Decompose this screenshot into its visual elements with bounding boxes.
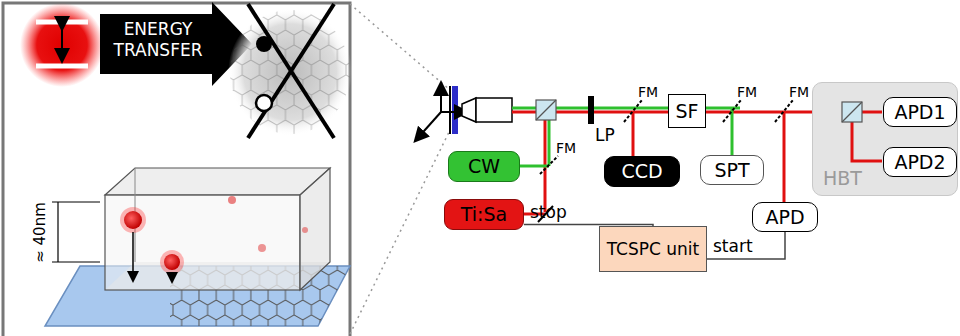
electron: [256, 36, 272, 52]
red-beam: [544, 112, 547, 212]
component-label: FM: [556, 141, 576, 155]
beamsplitter: [842, 102, 862, 122]
node-label: CW: [468, 156, 500, 177]
edge-label: start: [713, 238, 753, 255]
edge-label: stop: [530, 204, 567, 221]
green-beam: [519, 165, 549, 168]
flip-mirror: [540, 156, 558, 174]
transfer-arrow: [166, 272, 178, 284]
emitter-halo: [160, 250, 184, 274]
flip-mirror: [624, 100, 642, 122]
dimension-label: ≈ 40nm: [32, 202, 47, 263]
emitter: [164, 254, 180, 270]
dimension-line: [57, 202, 58, 262]
red-beam: [783, 112, 786, 204]
node-label: Ti:Sa: [461, 204, 507, 225]
hole: [256, 95, 272, 111]
transfer-arrow: [132, 232, 134, 280]
axis-arrow: [416, 112, 441, 140]
emitter: [124, 211, 142, 229]
camera-box: CCD: [604, 156, 680, 187]
component-label: FM: [737, 85, 757, 99]
energy-level: [36, 20, 88, 25]
laser-box: CW: [448, 151, 520, 182]
node-label: APD: [765, 207, 804, 228]
beamsplitter: [536, 100, 556, 120]
detector-box: APD2: [883, 147, 957, 177]
emitter: [228, 196, 236, 204]
node-label: SPT: [714, 160, 749, 181]
detector-box: APD1: [883, 97, 957, 127]
flip-mirror: [723, 100, 741, 122]
dirac-cone: [248, 4, 334, 138]
beamsplitter: [536, 100, 556, 120]
box-side: [300, 168, 330, 290]
dimension-tick: [52, 262, 100, 263]
axis-arrow: [440, 84, 442, 112]
component-label: LP: [595, 127, 615, 144]
hbt-region: HBT APD1APD2: [812, 82, 958, 196]
box-top: [105, 168, 330, 195]
energy-level: [36, 64, 88, 69]
detector-box: APD: [752, 202, 818, 232]
node-label: APD1: [894, 102, 945, 123]
emitter: [258, 244, 266, 252]
zoom-line: [350, 4, 450, 90]
node-label: CCD: [621, 161, 662, 182]
signal-line: [707, 232, 785, 259]
objective-tip: [462, 98, 476, 122]
emitter: [302, 227, 308, 233]
green-beam: [731, 108, 734, 158]
transition-arrow: [61, 28, 63, 60]
sample-holder: [449, 86, 451, 134]
component-label: FM: [789, 85, 809, 99]
emitter-halo: [120, 207, 146, 233]
box-front: [105, 195, 300, 290]
electronics-box: TCSPC unit: [599, 226, 707, 272]
beamsplitter: [842, 102, 862, 122]
arrow-label: ENERGY TRANSFER: [108, 19, 208, 62]
zoom-line: [350, 130, 450, 334]
sample: [452, 86, 458, 134]
dimension-tick: [52, 202, 100, 203]
node-label: APD2: [894, 152, 945, 173]
longpass-filter: [588, 96, 594, 124]
dirac-cone: [248, 4, 334, 138]
objective: [476, 98, 512, 122]
flip-mirror: [775, 100, 793, 122]
red-beam: [632, 112, 635, 160]
laser-box: Ti:Sa: [444, 199, 524, 230]
graphene-lattice: [225, 5, 355, 140]
component-label: FM: [638, 85, 658, 99]
node-label: HBT: [823, 168, 862, 189]
spectrometer-box: SPT: [700, 155, 764, 185]
node-label: TCSPC unit: [605, 240, 701, 259]
emitter-glow: [20, 3, 104, 87]
node-label: SF: [676, 101, 699, 122]
filter-box: SF: [668, 94, 706, 128]
